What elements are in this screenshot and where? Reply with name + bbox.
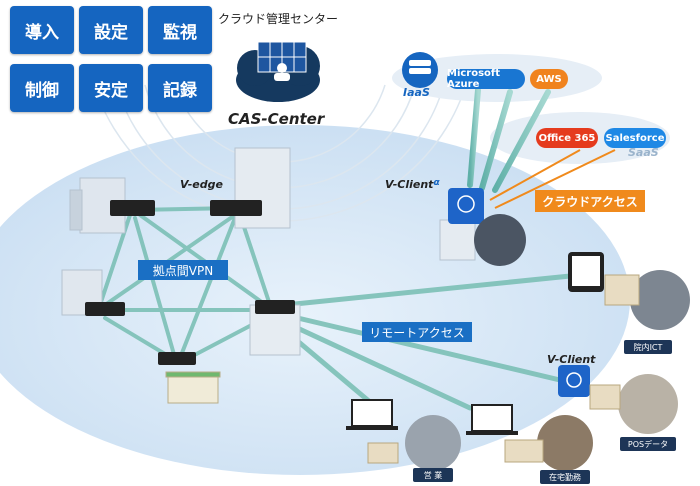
tile-install: 導入	[10, 6, 74, 54]
tile-settings: 設定	[79, 6, 143, 54]
salesforce-pill: Salesforce	[604, 128, 666, 148]
building-alpha	[439, 219, 476, 261]
shop-building	[165, 371, 221, 404]
saas-label: SaaS	[628, 146, 659, 159]
aws-pill: AWS	[530, 69, 568, 89]
label-pos-data: POSデータ	[620, 437, 676, 451]
alpha-symbol: α	[433, 178, 440, 188]
office365-pill: Office 365	[536, 128, 598, 148]
laptop-right	[466, 404, 518, 435]
remote-tubes	[272, 272, 583, 411]
vclient-badge	[558, 365, 590, 397]
remote-access-banner: リモートアクセス	[362, 322, 472, 342]
photo-circles	[405, 214, 690, 471]
tile-monitoring: 監視	[148, 6, 212, 54]
vclient-label: V-Client	[547, 353, 596, 366]
cas-center-label: CAS-Center	[228, 110, 325, 128]
house-icons	[367, 274, 640, 464]
vclient-alpha-label: V-Clientα	[385, 178, 440, 191]
tile-logging: 記録	[148, 64, 212, 112]
laptop-left	[346, 399, 398, 430]
router-boxes	[85, 200, 295, 365]
site-vpn-banner: 拠点間VPN	[138, 260, 228, 280]
cloud-center-title: クラウド管理センター	[218, 12, 339, 26]
label-hospital-ict: 院内ICT	[624, 340, 672, 354]
azure-pill: Microsoft Azure	[447, 68, 525, 90]
building-right-top	[234, 147, 291, 229]
tile-stability: 安定	[79, 64, 143, 112]
iaas-label: IaaS	[403, 86, 430, 99]
tablet-device	[568, 252, 604, 292]
vedge-label: V-edge	[180, 178, 223, 191]
tile-control: 制御	[10, 64, 74, 112]
saas-links	[489, 149, 616, 209]
label-remote-work: 在宅勤務	[540, 470, 590, 484]
vclient-alpha-badge	[448, 188, 484, 224]
cloud-access-banner: クラウドアクセス	[535, 190, 645, 212]
cloud-tubes	[467, 87, 551, 193]
vclient-alpha-text: V-Client	[385, 178, 434, 191]
label-sales: 営 業	[413, 468, 453, 482]
cloud-center-icon	[236, 41, 320, 102]
